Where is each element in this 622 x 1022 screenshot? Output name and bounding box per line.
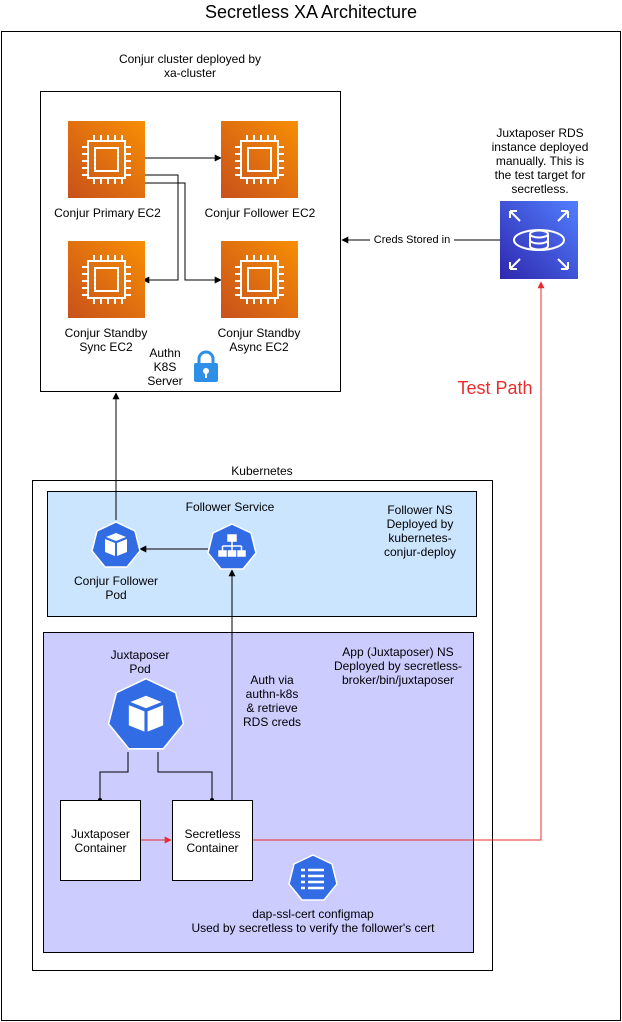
rds-caption-line: secretless. [511,182,569,196]
follower-ns-line: Follower NS [387,503,453,517]
auth-line: & retrieve [246,701,298,715]
follower-pod-icon [91,521,141,569]
test-path-label: Test Path [457,378,533,398]
app-namespace [43,632,474,953]
cluster-caption-line1: Conjur cluster deployed by [118,52,262,66]
service-icon [207,523,257,571]
rds-caption-line: manually. This is [495,154,585,168]
follower-pod-line1: Conjur Follower [73,574,159,588]
rds-database-icon [500,201,578,279]
edge-primary-to-sync [142,174,179,284]
cluster-caption-line2: xa-cluster [163,66,216,80]
edge-pod-to-secretless [157,752,214,802]
authn-line3: Server [147,374,183,388]
standby-async-label: Conjur Standby Async EC2 [199,326,319,354]
edge-primary-to-async [143,182,222,284]
primary-label: Conjur Primary EC2 [54,206,161,220]
rds-caption: Juxtaposer RDS instance deployed manuall… [470,126,610,196]
secretless-container-line2: Container [186,841,239,855]
follower-ns-line: Deployed by [386,517,454,531]
juxtaposer-pod-icon [107,677,185,752]
kubernetes-label: Kubernetes [231,464,293,478]
authn-label: Authn K8S Server [140,346,190,388]
configmap-icon [288,854,338,902]
app-ns-caption: App (Juxtaposer) NS Deployed by secretle… [323,645,473,687]
rds-caption-line: instance deployed [491,140,589,154]
edge-test-path [253,281,545,841]
standby-async-line1: Conjur Standby [217,326,301,340]
secretless-container: Secretless Container [172,800,253,881]
standby-sync-line2: Sync EC2 [79,340,133,354]
juxtaposer-container-line2: Container [74,841,127,855]
outer-frame [1,31,621,1021]
app-ns-line: broker/bin/juxtaposer [341,673,455,687]
edge-pod-to-juxtaposer [98,752,129,802]
follower-ns-caption: Follower NS Deployed by kubernetes- conj… [365,503,475,559]
ec2-primary-icon [68,121,145,198]
standby-async-line2: Async EC2 [229,340,289,354]
rds-caption-line: the test target for [494,168,586,182]
app-ns-line: Deployed by secretless- [333,659,463,673]
configmap-line2: Used by secretless to verify the followe… [191,921,435,935]
secretless-container-label: Secretless Container [173,827,252,855]
ec2-follower-icon [221,121,298,198]
juxtaposer-pod-label: Juxtaposer Pod [100,648,180,676]
follower-label: Conjur Follower EC2 [204,206,316,220]
follower-pod-line2: Pod [105,588,127,602]
configmap-line1: dap-ssl-cert configmap [252,907,374,921]
page-title: Secretless XA Architecture [204,2,418,22]
ec2-standby-sync-icon [68,241,145,318]
cluster-caption: Conjur cluster deployed by xa-cluster [40,52,340,80]
lock-icon [193,350,219,382]
follower-pod-label: Conjur Follower Pod [56,574,176,602]
auth-via-label: Auth via authn-k8s & retrieve RDS creds [234,673,310,729]
standby-sync-label: Conjur Standby Sync EC2 [46,326,166,354]
standby-sync-line1: Conjur Standby [64,326,148,340]
follower-ns-line: kubernetes- [388,531,452,545]
follower-ns-line: conjur-deploy [383,545,457,559]
secretless-container-line1: Secretless [184,827,241,841]
auth-line: RDS creds [242,715,301,729]
juxtaposer-container-line1: Juxtaposer [71,827,130,841]
juxtaposer-container: Juxtaposer Container [60,800,141,881]
juxtaposer-container-label: Juxtaposer Container [61,827,140,855]
auth-line: Auth via [250,673,294,687]
juxtaposer-pod-line2: Pod [129,662,151,676]
ec2-standby-async-icon [221,241,298,318]
follower-service-label: Follower Service [185,500,275,514]
creds-stored-in-label: Creds Stored in [370,234,454,246]
configmap-label: dap-ssl-cert configmap Used by secretles… [163,907,463,935]
app-ns-line: App (Juxtaposer) NS [342,645,454,659]
authn-line2: K8S [153,360,177,374]
juxtaposer-pod-line1: Juxtaposer [110,648,170,662]
authn-line1: Authn [149,346,181,360]
rds-caption-line: Juxtaposer RDS [496,126,584,140]
auth-line: authn-k8s [245,687,299,701]
